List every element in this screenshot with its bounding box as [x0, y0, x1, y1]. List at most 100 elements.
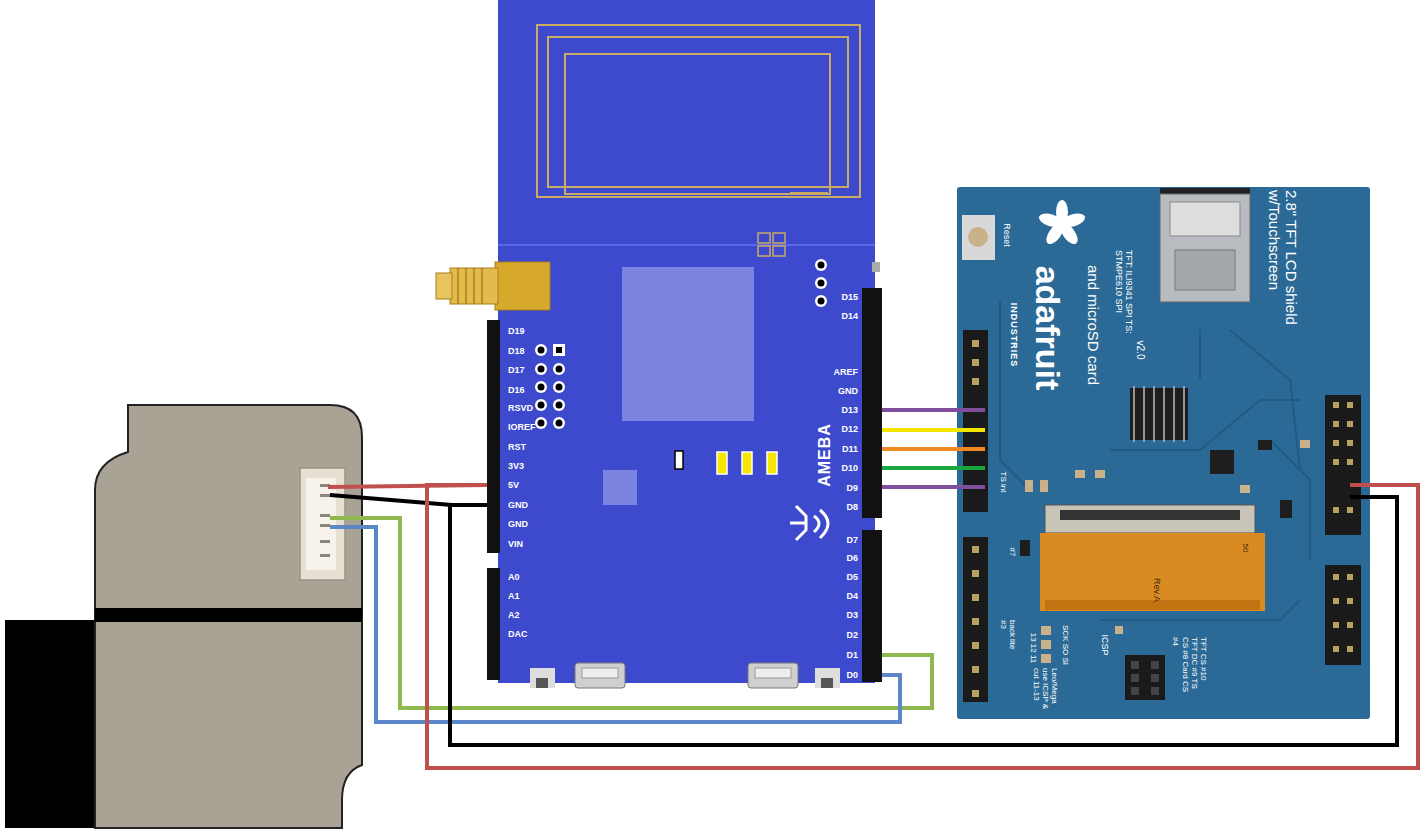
pin-label: D11: [842, 443, 858, 455]
tx-wire: [330, 518, 932, 708]
header-pins-part: [972, 359, 979, 366]
antenna-pads-part: [758, 233, 770, 243]
chip-pins-part: [1143, 386, 1145, 442]
header-pins-part: [1333, 646, 1339, 652]
ribbon-connector-part: [1045, 505, 1255, 533]
chip-note: TFT: ILI9341 SPI TS: STMPE610 SPI: [1114, 250, 1135, 334]
icsp-holes-part: [1131, 687, 1139, 695]
board-name: AMEBA: [816, 423, 834, 487]
header-pins-part: [1347, 402, 1353, 408]
pin-label: 5V: [508, 479, 519, 491]
header-pins-part: [972, 570, 979, 577]
header-pins-part: [1347, 646, 1353, 652]
pin-label: GND: [508, 518, 528, 530]
nfc-antenna-part: [790, 192, 828, 194]
header-pins-part: [1333, 574, 1339, 580]
jumper-holes-part-part: [818, 280, 825, 287]
smd-parts-part: [1025, 480, 1033, 492]
jumper-holes-part-part: [556, 420, 563, 427]
jumper-holes-part-part: [556, 402, 563, 409]
jumper-holes-part-part: [815, 295, 827, 307]
jumper-holes-part: [815, 259, 827, 307]
header-pins-part: [972, 340, 979, 347]
jumper-holes-part-part: [538, 384, 545, 391]
wire-ends-part: [957, 485, 985, 489]
antenna-pads-part: [773, 233, 785, 243]
header-pins-part: [1347, 598, 1353, 604]
adafruit-logo-part: [1037, 211, 1064, 230]
jumper-holes-part-part: [556, 366, 563, 373]
jumper-holes-part-part: [553, 417, 565, 429]
small-chip: [603, 470, 637, 505]
jumper-holes-part-part: [553, 363, 565, 375]
jumper-holes-part-part: [538, 366, 545, 373]
sma-connector-part-part: [473, 268, 475, 304]
jumper-holes-part-part: [818, 262, 825, 269]
pin-label: AREF: [834, 366, 859, 378]
pin-headers-part: [862, 530, 882, 682]
shield-title: 2.8" TFT LCD shield w/Touchscreen: [1266, 190, 1301, 340]
jumper-label: 13 12 11: [1028, 633, 1037, 664]
header-pins-part: [1347, 507, 1353, 513]
header-pins-part: [972, 666, 979, 673]
sensor-housing: [95, 405, 362, 828]
realtek-logo-part: [820, 510, 828, 538]
header-pins-part: [1347, 459, 1353, 465]
pin-label: D14: [841, 310, 858, 322]
header-label: ICSP: [1100, 634, 1110, 655]
header-pins-part: [972, 690, 979, 697]
sma-connector-part-part: [465, 268, 467, 304]
tft-shield: 2.8" TFT LCD shield w/Touchscreenand mic…: [957, 187, 1370, 719]
smd-parts-part: [1300, 440, 1310, 448]
board-divider: [498, 244, 875, 246]
header-pins-part: [1347, 440, 1353, 446]
pin-label: VIN: [508, 538, 523, 550]
reset-button-part: [968, 227, 988, 247]
jumper-holes-part-part: [535, 344, 547, 356]
pin-label: GND: [508, 499, 528, 511]
pin-count: 50: [1240, 544, 1249, 553]
smd-parts-part: [1240, 485, 1250, 493]
antenna-pads: [758, 233, 785, 256]
d13-wire: [882, 408, 957, 412]
nfc-antenna: [537, 25, 860, 197]
d10-wire: [882, 466, 957, 470]
microsd-slot-part: [1160, 194, 1250, 302]
pin-label: D4: [846, 590, 858, 602]
realtek-logo-part: [790, 522, 806, 525]
nfc-antenna-part: [548, 37, 848, 187]
buttons-part: [536, 678, 548, 688]
ameba-board: AMEBA: [487, 0, 882, 690]
pin-label: A2: [508, 609, 520, 621]
chip-pins-part: [1173, 386, 1175, 442]
sma-connector-part: [495, 262, 550, 310]
ribbon-connector: [1045, 505, 1255, 533]
sensor-connector-inner: [306, 478, 336, 570]
header-pins-part: [972, 594, 979, 601]
lcd-flex-part: [1040, 533, 1265, 611]
jumper-holes-part-part: [553, 381, 565, 393]
brand-name: adafruit: [1027, 266, 1066, 391]
module-shield: [622, 267, 754, 421]
revision: Rev.A: [1152, 578, 1162, 602]
pcb-traces-part: [1000, 300, 1030, 490]
pin-note: #7: [1007, 548, 1016, 557]
sensor-wires: [328, 485, 932, 722]
sma-connector-part: [458, 268, 482, 304]
pin-label: D12: [841, 423, 858, 435]
leds-part: [717, 452, 727, 474]
icsp-holes-part: [1151, 674, 1159, 682]
nfc-antenna-part: [565, 54, 830, 194]
pin-label: D16: [508, 384, 525, 396]
connector-pins-part: [320, 554, 330, 557]
header-pins-part: [1333, 421, 1339, 427]
icsp-holes: [1131, 661, 1159, 695]
icsp-holes-part: [1151, 687, 1159, 695]
chip-pins-part: [1133, 386, 1135, 442]
chips-part: [1020, 540, 1030, 556]
jumper-holes-part-part: [535, 417, 547, 429]
microsd-slot-part: [1175, 250, 1235, 290]
jumper-holes-part-part: [815, 259, 827, 271]
wire-ends-part: [1350, 495, 1370, 499]
